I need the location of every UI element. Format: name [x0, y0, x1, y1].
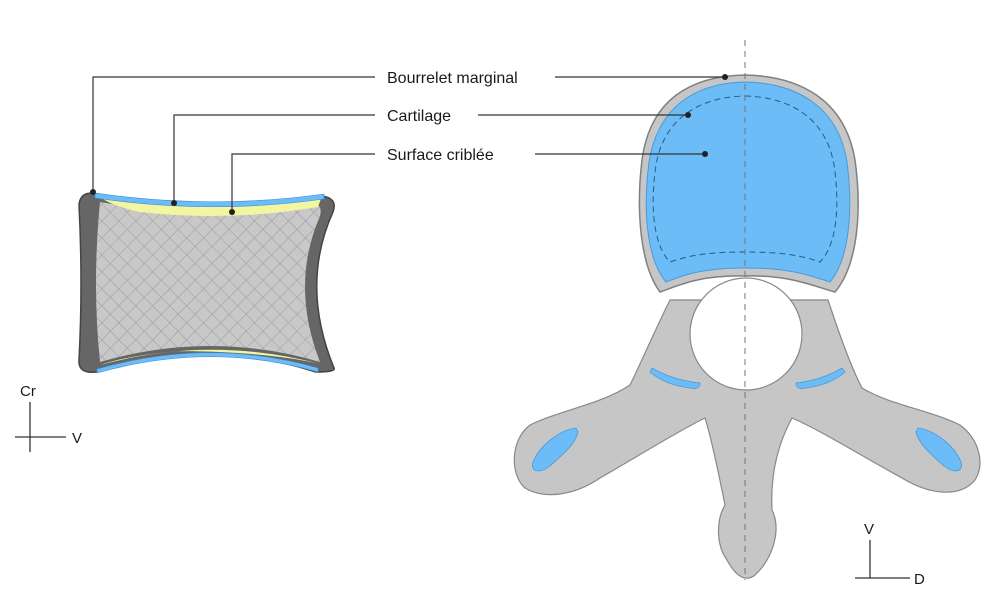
- left-facet: [649, 367, 701, 389]
- left-transverse-facet: [532, 427, 579, 472]
- orientation-axes-right: V D: [855, 521, 925, 588]
- vertebral-foramen: [689, 277, 803, 391]
- dot-cartilage-right: [685, 112, 691, 118]
- axis-right-d-label: D: [914, 571, 925, 584]
- vertebral-body-surface: [645, 81, 851, 283]
- label-cartilage: Cartilage: [387, 108, 451, 125]
- label-bourrelet: Bourrelet marginal: [387, 70, 518, 87]
- dot-surface-left: [229, 209, 235, 215]
- right-facet: [795, 367, 846, 389]
- spongy-bone: [96, 202, 321, 362]
- dot-bourrelet-right: [722, 74, 728, 80]
- label-surface: Surface criblée: [387, 147, 494, 164]
- annotations: Bourrelet marginal Cartilage Surface cri…: [90, 70, 728, 215]
- vertebra-axial-view: [513, 40, 981, 580]
- bottom-blue-surface: [96, 352, 319, 374]
- bottom-cartilage: [100, 349, 320, 365]
- top-blue-surface: [94, 192, 325, 208]
- dot-cartilage-left: [171, 200, 177, 206]
- dot-surface-right: [702, 151, 708, 157]
- axis-left-v-label: V: [72, 430, 82, 447]
- leader-bourrelet-left: [92, 76, 375, 192]
- leader-surface-left: [231, 153, 375, 212]
- leader-cartilage-left: [173, 114, 375, 203]
- axis-left-cr-label: Cr: [20, 383, 36, 400]
- axis-right-v-label: V: [864, 521, 874, 538]
- vertebral-body-section: [78, 192, 335, 374]
- dot-bourrelet-left: [90, 189, 96, 195]
- vertebral-arch: [513, 299, 981, 579]
- right-transverse-facet: [915, 427, 962, 472]
- orientation-axes-left: Cr V: [15, 383, 82, 452]
